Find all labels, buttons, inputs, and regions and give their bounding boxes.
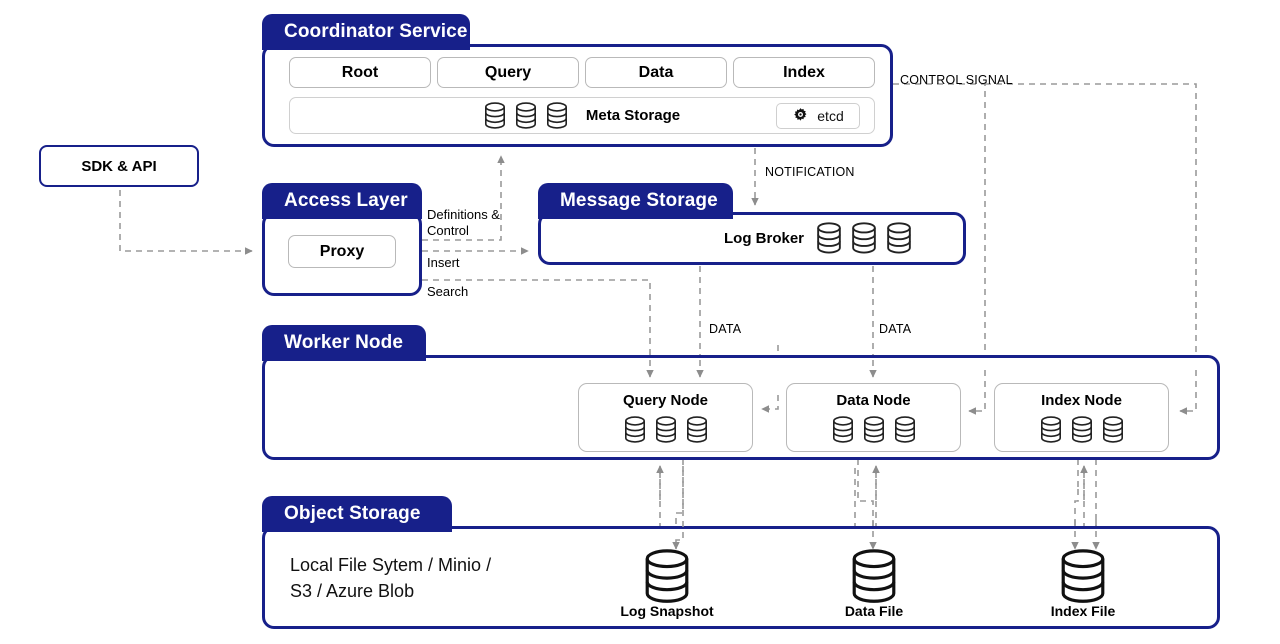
database-cylinder-icon (817, 222, 841, 254)
coordinator-query-label: Query (484, 63, 532, 81)
coordinator-service-query[interactable]: Query (437, 57, 579, 88)
sdk-api-box[interactable]: SDK & API (39, 145, 199, 187)
index-file-store[interactable] (1058, 549, 1108, 610)
object-storage-panel (262, 526, 1220, 629)
meta-storage-cylinders (484, 101, 568, 130)
index-node[interactable]: Index Node (994, 383, 1169, 452)
coordinator-root-label: Root (341, 63, 379, 81)
query-node[interactable]: Query Node (578, 383, 753, 452)
meta-storage-label: Meta Storage (585, 107, 681, 124)
database-cylinder-icon (894, 415, 915, 443)
coordinator-data-label: Data (638, 63, 674, 81)
search-label: Search (427, 284, 469, 299)
worker-node-title: Worker Node (284, 332, 403, 353)
database-cylinder-icon (852, 222, 876, 254)
index-file-label: Index File (1050, 603, 1116, 619)
proxy-box[interactable]: Proxy (288, 235, 396, 268)
access-layer-title: Access Layer (284, 190, 408, 211)
database-cylinder-icon (624, 415, 645, 443)
database-cylinder-icon (1040, 415, 1061, 443)
object-storage-tab: Object Storage (262, 496, 452, 532)
database-cylinder-icon (852, 549, 896, 603)
data-node-label: Data Node (836, 391, 911, 409)
message-storage-title: Message Storage (560, 190, 718, 211)
etcd-label: etcd (817, 107, 844, 124)
coordinator-service-data[interactable]: Data (585, 57, 727, 88)
worker-node-tab: Worker Node (262, 325, 426, 361)
message-storage-tab: Message Storage (538, 183, 733, 219)
coordinator-service-title: Coordinator Service (284, 21, 468, 42)
meta-storage-content: Meta Storage (290, 101, 874, 130)
database-cylinder-icon (863, 415, 884, 443)
coordinator-index-label: Index (783, 63, 825, 81)
coordinator-service-root[interactable]: Root (289, 57, 431, 88)
gear-icon (794, 108, 807, 121)
database-cylinder-icon (655, 415, 676, 443)
database-cylinder-icon (484, 101, 505, 129)
definitions-control-label: Definitions & Control (427, 207, 500, 239)
data-file-store[interactable] (849, 549, 899, 610)
data-node[interactable]: Data Node (786, 383, 961, 452)
object-storage-title: Object Storage (284, 503, 421, 524)
log-broker-group: Log Broker (724, 222, 912, 255)
database-cylinder-icon (1102, 415, 1123, 443)
log-snapshot-label: Log Snapshot (620, 603, 714, 619)
database-cylinder-icon (645, 549, 689, 603)
database-cylinder-icon (546, 101, 567, 129)
sdk-api-label: SDK & API (81, 157, 157, 175)
proxy-label: Proxy (319, 242, 365, 260)
database-cylinder-icon (515, 101, 536, 129)
index-node-cylinders (1040, 415, 1124, 444)
notification-label: NOTIFICATION (765, 165, 855, 179)
database-cylinder-icon (1071, 415, 1092, 443)
coordinator-service-index[interactable]: Index (733, 57, 875, 88)
control-signal-label: CONTROL SIGNAL (900, 73, 1013, 87)
data-file-label: Data File (844, 603, 904, 619)
access-layer-tab: Access Layer (262, 183, 422, 219)
database-cylinder-icon (887, 222, 911, 254)
data-node-cylinders (832, 415, 916, 444)
coordinator-service-tab: Coordinator Service (262, 14, 470, 50)
database-cylinder-icon (832, 415, 853, 443)
database-cylinder-icon (686, 415, 707, 443)
data-right-label: DATA (879, 322, 912, 336)
database-cylinder-icon (1061, 549, 1105, 603)
data-left-label: DATA (709, 322, 742, 336)
query-node-label: Query Node (622, 391, 709, 409)
index-node-label: Index Node (1041, 391, 1122, 409)
etcd-chip[interactable]: etcd (776, 102, 860, 129)
log-broker-label: Log Broker (724, 230, 805, 247)
insert-label: Insert (427, 255, 460, 270)
object-storage-backends: Local File Sytem / Minio / S3 / Azure Bl… (290, 555, 492, 602)
log-snapshot-store[interactable] (642, 549, 692, 610)
log-broker-cylinders (816, 222, 912, 255)
meta-storage-row: Meta Storage etcd (289, 97, 875, 134)
query-node-cylinders (624, 415, 708, 444)
